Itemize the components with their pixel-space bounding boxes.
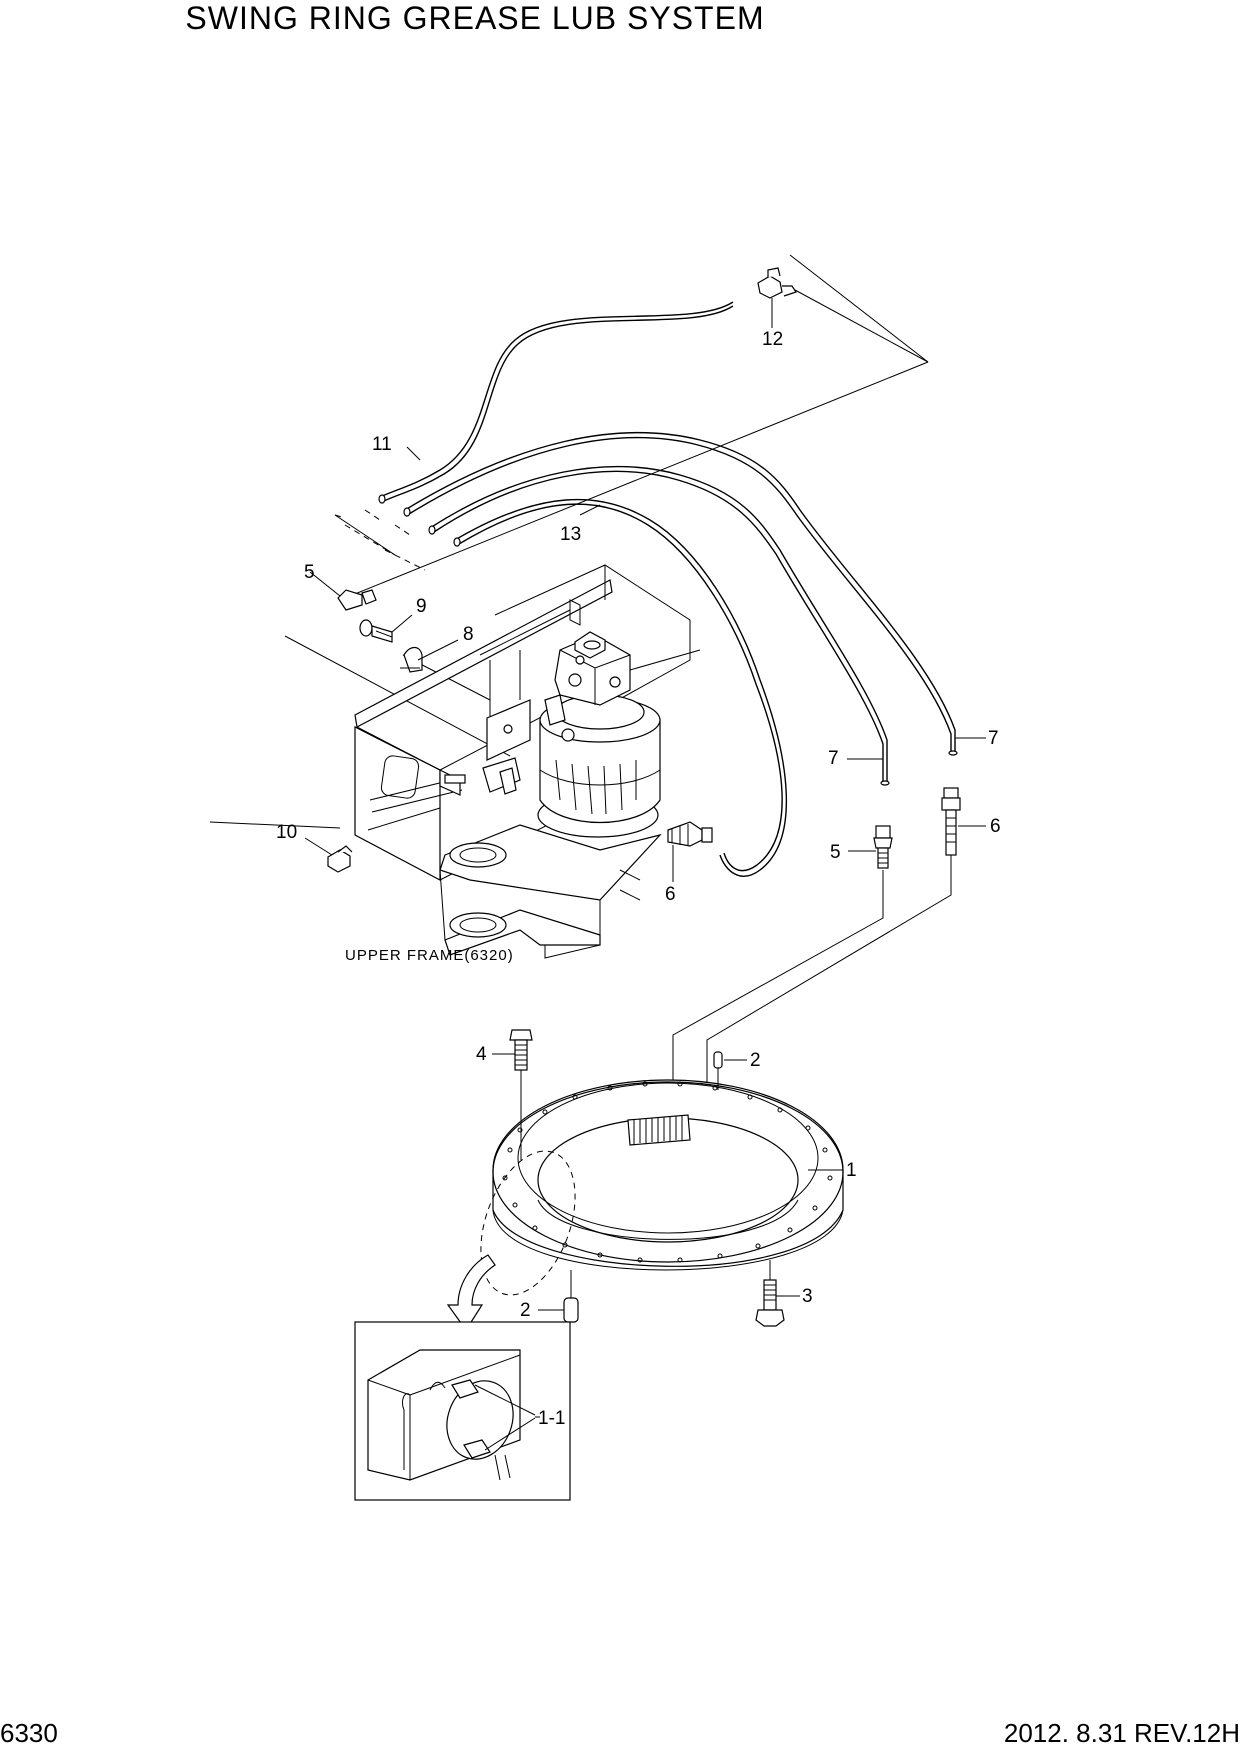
hose-assembly: [378, 301, 958, 877]
ring-bolt-holes: [502, 1081, 833, 1263]
callout-13: 13: [560, 524, 581, 545]
adapter-9: [359, 614, 413, 643]
fitting-6-upper: [667, 821, 713, 882]
callout-1: 1: [846, 1160, 857, 1181]
bolt-3: [755, 1260, 800, 1327]
callout-leaders: [406, 446, 986, 760]
callout-5-lower: 5: [830, 842, 841, 863]
callout-7-left: 7: [828, 748, 839, 769]
upper-frame: [354, 564, 691, 959]
fitting-5-lower: [848, 825, 893, 869]
callout-labels: 11 12 13 5 9 8 10 6 7 7 5 6 4 2 1 2 3 1-…: [276, 329, 1001, 1429]
callout-5-upper: 5: [304, 562, 315, 583]
revision-date: 2012. 8.31 REV.12H: [1003, 1718, 1240, 1748]
callout-6-lower: 6: [990, 816, 1001, 837]
elbow-fitting-12: [757, 267, 929, 363]
page-number: 6330: [0, 1718, 58, 1748]
fitting-5-upper: [309, 571, 377, 611]
upper-frame-caption: UPPER FRAME(6320): [345, 947, 514, 964]
pin-2-top: [713, 1051, 747, 1090]
callout-6-upper: 6: [665, 884, 676, 905]
swing-ring: [492, 1079, 844, 1271]
connector-10: [304, 837, 353, 873]
pin-2-bottom: [538, 1270, 579, 1323]
swing-motor: [537, 631, 701, 838]
callout-8: 8: [463, 624, 474, 645]
callout-2-bottom: 2: [520, 1300, 531, 1321]
callout-11: 11: [372, 434, 392, 455]
fitting-6-lower: [941, 787, 986, 856]
detail-callout: [446, 1150, 576, 1332]
callout-2-top: 2: [750, 1050, 761, 1071]
bolt-4: [492, 1029, 533, 1160]
callout-9: 9: [416, 596, 427, 617]
page-title: SWING RING GREASE LUB SYSTEM: [185, 0, 765, 36]
callout-10: 10: [276, 822, 297, 843]
callout-3: 3: [802, 1286, 813, 1307]
callout-1-1: 1-1: [538, 1408, 565, 1429]
callout-12: 12: [762, 329, 783, 350]
detail-box: [354, 1321, 571, 1501]
clamp-8: [400, 639, 459, 673]
callout-7-right: 7: [988, 728, 999, 749]
callout-4: 4: [476, 1044, 487, 1065]
